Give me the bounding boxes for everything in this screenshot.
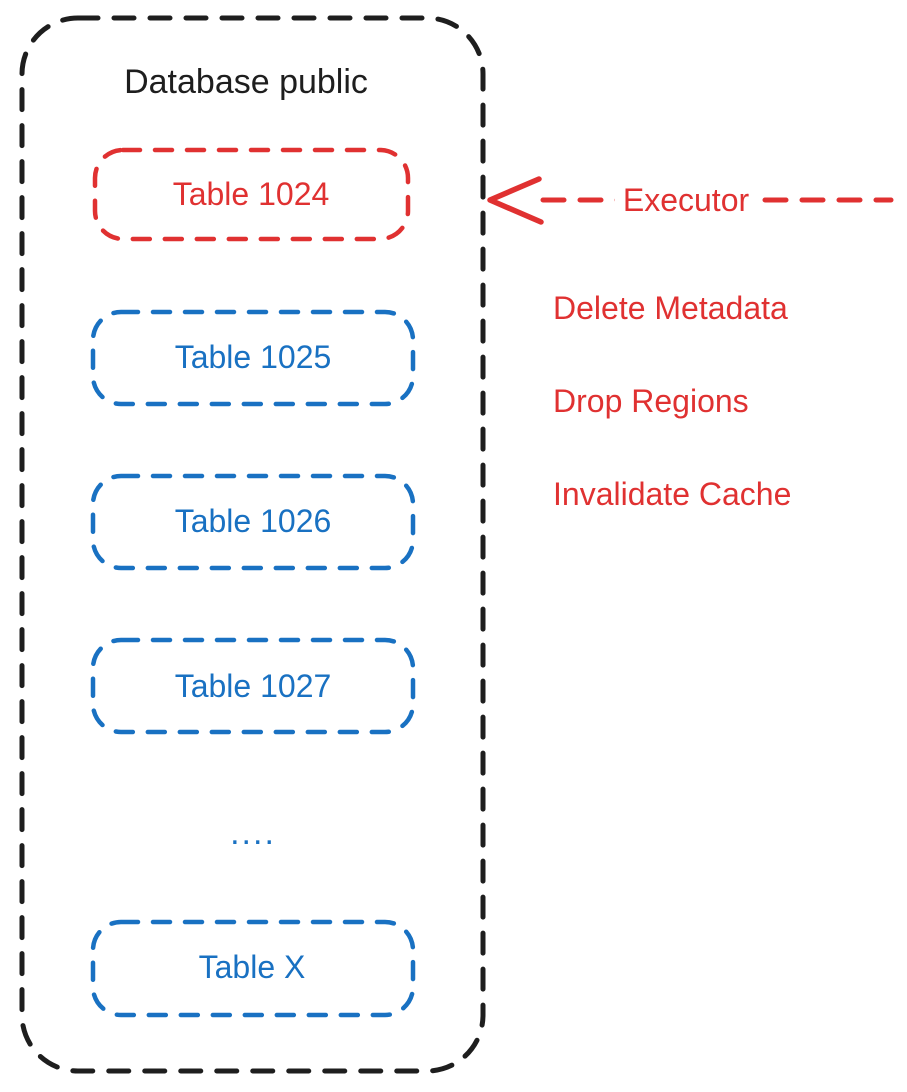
database-boundary-box bbox=[19, 15, 486, 1074]
operation-invalidate-cache: Invalidate Cache bbox=[553, 476, 792, 512]
database-title: Database public bbox=[124, 63, 368, 101]
table-label-1025: Table 1025 bbox=[174, 339, 332, 375]
executor-arrowhead-icon bbox=[487, 176, 544, 225]
table-1027-box bbox=[90, 637, 416, 735]
operation-delete-metadata: Delete Metadata bbox=[553, 290, 788, 326]
table-1026-box bbox=[90, 473, 416, 571]
table-1024-box bbox=[92, 147, 411, 242]
table-1025-box bbox=[90, 309, 416, 407]
table-label-1024: Table 1024 bbox=[172, 176, 330, 212]
tables-ellipsis: .... bbox=[230, 814, 276, 852]
table-label-1027: Table 1027 bbox=[174, 668, 332, 704]
executor-label: Executor bbox=[614, 184, 758, 216]
operation-drop-regions: Drop Regions bbox=[553, 383, 749, 419]
table-x-box bbox=[90, 919, 416, 1018]
table-label-1026: Table 1026 bbox=[174, 503, 332, 539]
table-label-x: Table X bbox=[198, 949, 306, 985]
